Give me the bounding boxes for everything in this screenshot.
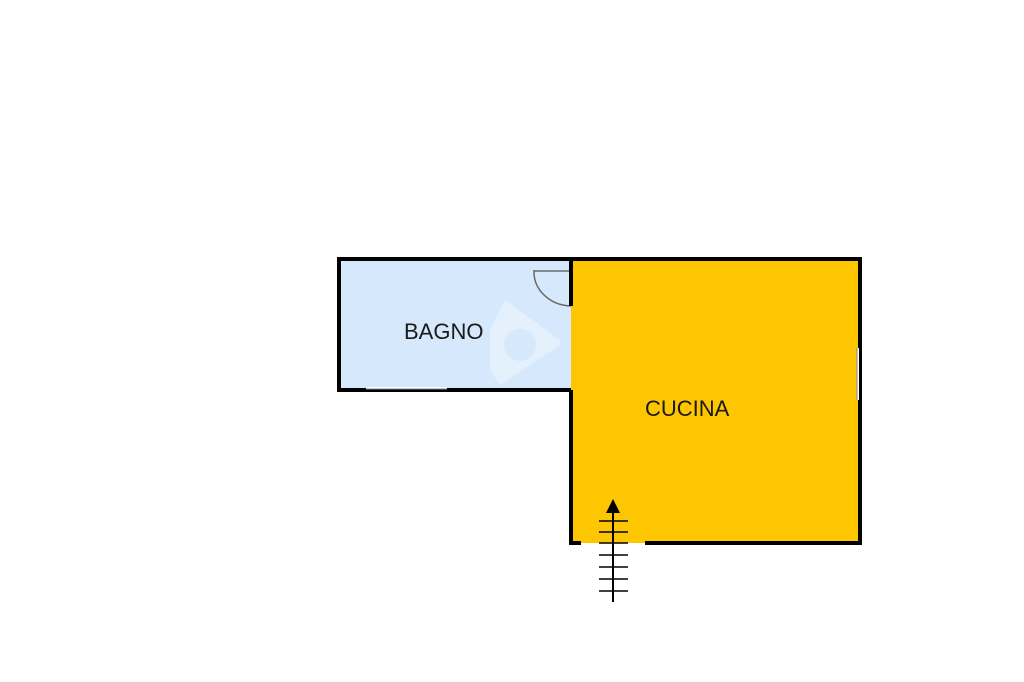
watermark-logo-icon (490, 300, 560, 385)
room-bagno-floor (339, 259, 571, 390)
stairs-arrow-icon (599, 499, 628, 602)
door-swing-icon (533, 270, 572, 307)
room-cucina-floor (571, 259, 860, 543)
room-cucina-walls (569, 257, 862, 545)
room-bagno-label: BAGNO (404, 319, 483, 344)
room-bagno-walls (337, 257, 571, 392)
room-cucina-label: CUCINA (645, 396, 730, 421)
room-bagno (337, 257, 571, 392)
room-cucina-wall-left (569, 390, 581, 545)
room-cucina (569, 257, 862, 545)
